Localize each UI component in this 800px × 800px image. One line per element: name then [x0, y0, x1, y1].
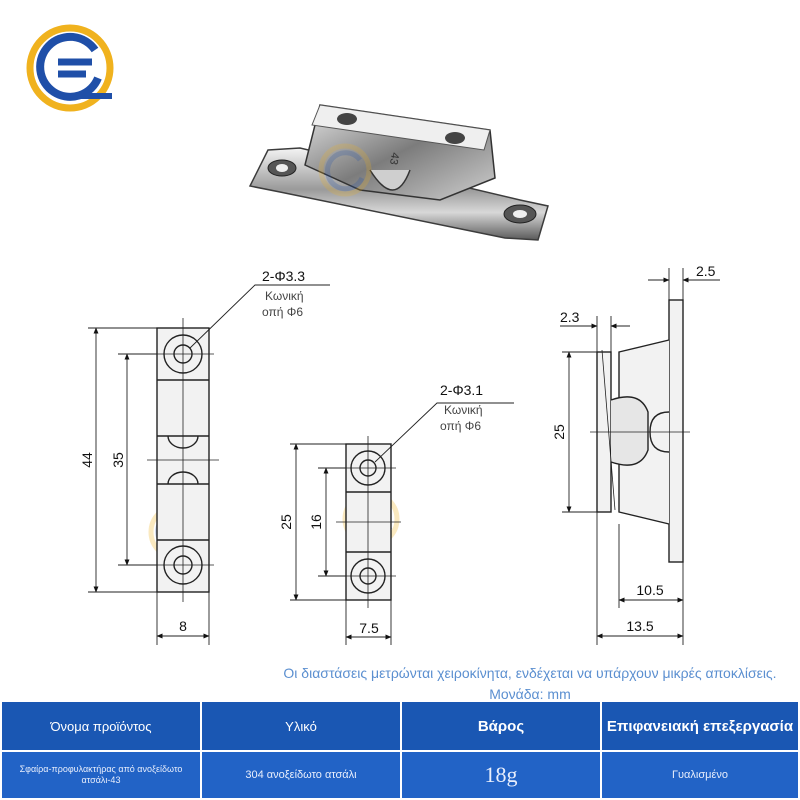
- watermark-logo-photo: [318, 143, 372, 197]
- dim-side-top-thickness: 2.5: [696, 263, 716, 279]
- measurement-note: Οι διαστάσεις μετρώνται χειροκίνητα, ενδ…: [283, 665, 777, 702]
- dim-large-width: 8: [179, 618, 187, 634]
- spec-header-surface-treatment: Επιφανειακή επεξεργασία: [602, 702, 798, 750]
- brand-logo: [26, 24, 114, 112]
- spec-header-material: Υλικό: [202, 702, 400, 750]
- dim-side-overall-depth: 13.5: [626, 618, 653, 634]
- callout-small-line1: Κωνική: [444, 403, 483, 417]
- spec-header-product-name: Όνομα προϊόντος: [2, 702, 200, 750]
- dim-large-overall-height: 44: [79, 452, 95, 468]
- dim-small-overall-height: 25: [278, 514, 294, 530]
- drawing-front-large: [88, 284, 330, 645]
- drawing-side-view: [560, 268, 720, 645]
- dim-small-width: 7.5: [359, 620, 379, 636]
- dim-side-plate-thickness: 2.3: [560, 309, 580, 325]
- dim-large-hole-spacing: 35: [110, 452, 126, 468]
- spec-value-material: 304 ανοξείδωτο ατσάλι: [202, 752, 400, 798]
- product-stamp: 43: [387, 151, 401, 165]
- callout-large-line2: οπή Φ6: [262, 305, 303, 319]
- spec-table: Όνομα προϊόντος Υλικό Βάρος Επιφανειακή …: [2, 702, 798, 798]
- product-photo: 43: [248, 104, 549, 241]
- dim-side-body-height: 25: [551, 424, 567, 440]
- callout-small-line2: οπή Φ6: [440, 419, 481, 433]
- callout-small-title: 2-Φ3.1: [440, 382, 483, 398]
- spec-value-product-name: Σφαίρα-προφυλακτήρας από ανοξείδωτο ατσά…: [2, 752, 200, 798]
- spec-value-weight: 18g: [402, 752, 600, 798]
- callout-large-title: 2-Φ3.3: [262, 268, 305, 284]
- callout-large-line1: Κωνική: [265, 289, 304, 303]
- spec-value-surface-treatment: Γυαλισμένο: [602, 752, 798, 798]
- drawing-front-small: [290, 402, 514, 645]
- dim-side-inner-depth: 10.5: [636, 582, 663, 598]
- spec-header-weight: Βάρος: [402, 702, 600, 750]
- dim-small-hole-spacing: 16: [308, 514, 324, 530]
